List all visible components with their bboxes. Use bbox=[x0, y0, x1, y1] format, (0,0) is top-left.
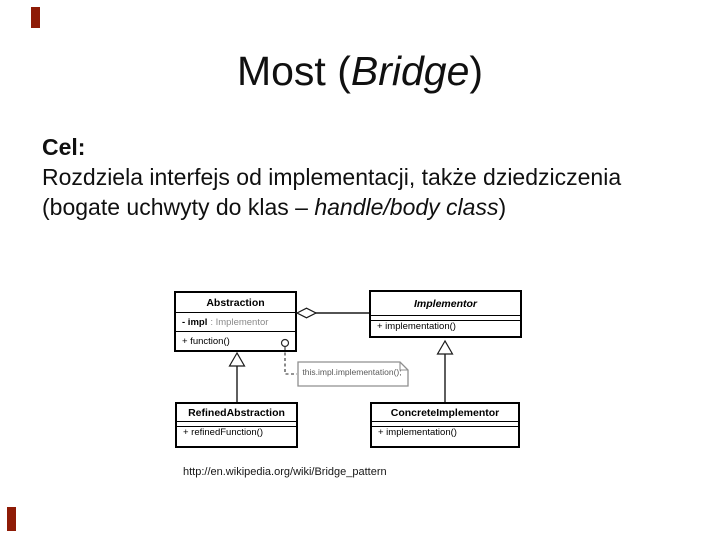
title-italic-part: Bridge bbox=[350, 48, 470, 94]
source-url: http://en.wikipedia.org/wiki/Bridge_patt… bbox=[183, 466, 387, 478]
slide-title: Most (Bridge) bbox=[0, 48, 720, 95]
uml-class-refined-abstraction-method: + refinedFunction() bbox=[183, 427, 263, 438]
body-line-2-suffix: ) bbox=[498, 194, 507, 220]
body-line-2-prefix: (bogate uchwyty do klas – bbox=[42, 194, 315, 220]
uml-empty-attribute-row bbox=[177, 422, 296, 427]
title-prefix: Most ( bbox=[236, 48, 351, 94]
generalization-triangle-icon-right bbox=[436, 339, 454, 355]
slide-body: Cel: Rozdziela interfejs od implementacj… bbox=[42, 132, 621, 222]
uml-empty-attribute-row bbox=[371, 316, 520, 321]
uml-class-refined-abstraction: RefinedAbstraction + refinedFunction() bbox=[175, 402, 298, 448]
slide-accent-bottom-left bbox=[7, 507, 16, 531]
uml-class-concrete-implementor: ConcreteImplementor + implementation() bbox=[370, 402, 520, 448]
uml-class-abstraction: Abstraction - impl: Implementor + functi… bbox=[174, 291, 297, 352]
uml-class-implementor-method: + implementation() bbox=[377, 321, 456, 332]
uml-class-abstraction-method: + function() bbox=[182, 335, 230, 347]
aggregation-diamond-icon bbox=[295, 307, 318, 319]
body-line-2-italic: handle/body class bbox=[314, 194, 499, 220]
uml-class-concrete-implementor-title: ConcreteImplementor bbox=[372, 404, 518, 422]
body-line-1: Rozdziela interfejs od implementacji, ta… bbox=[42, 164, 622, 190]
uml-empty-attribute-row bbox=[372, 422, 518, 427]
attribute-name: - impl bbox=[182, 316, 208, 328]
title-suffix: ) bbox=[469, 48, 484, 94]
body-line-2: (bogate uchwyty do klas – handle/body cl… bbox=[42, 192, 621, 222]
generalization-triangle-icon-left bbox=[228, 351, 246, 367]
uml-class-implementor-title: Implementor bbox=[371, 292, 520, 316]
uml-class-implementor: Implementor + implementation() bbox=[369, 290, 522, 338]
uml-note-text: this.impl.implementation(); bbox=[302, 367, 402, 377]
uml-class-abstraction-attribute: - impl: Implementor bbox=[176, 313, 295, 332]
uml-class-refined-abstraction-title: RefinedAbstraction bbox=[177, 404, 296, 422]
attribute-type: : Implementor bbox=[210, 316, 269, 328]
uml-class-concrete-implementor-method: + implementation() bbox=[378, 427, 457, 438]
uml-class-abstraction-title: Abstraction bbox=[176, 293, 295, 313]
body-heading: Cel: bbox=[42, 134, 86, 160]
slide-accent-top-left bbox=[31, 7, 40, 28]
